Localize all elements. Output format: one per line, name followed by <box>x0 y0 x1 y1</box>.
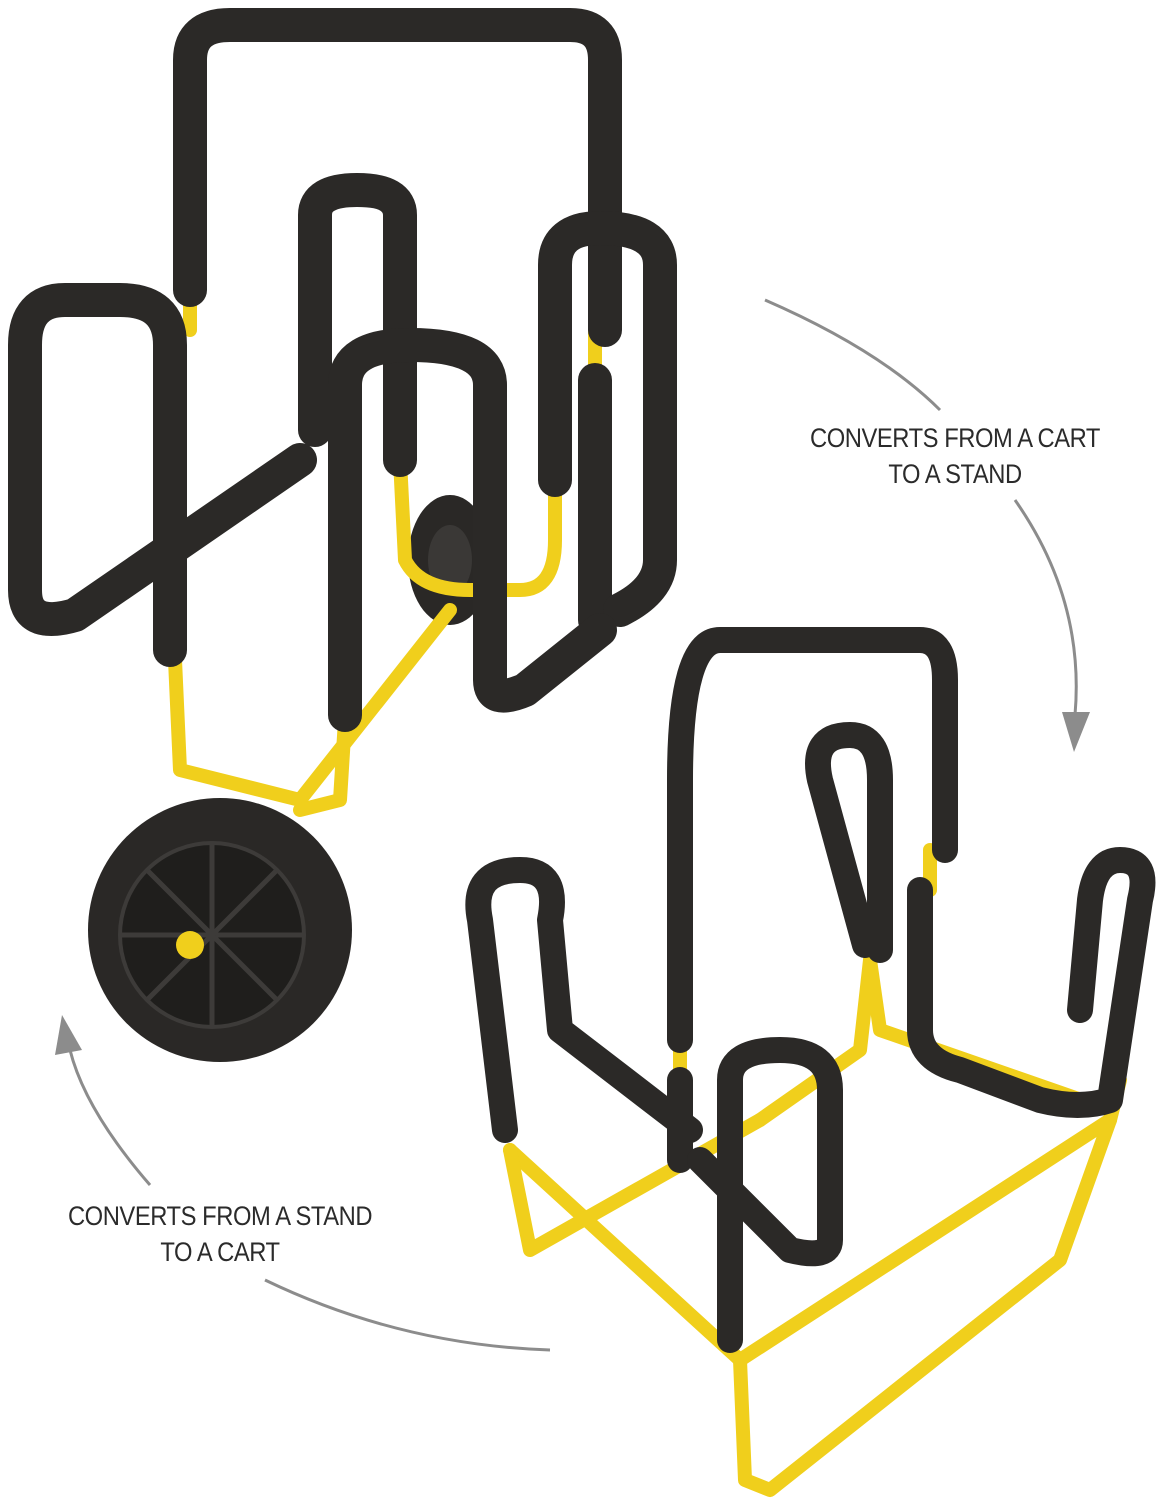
arrowhead-up-icon <box>55 1015 82 1055</box>
caption-cart-to-stand: CONVERTS FROM A CART TO A STAND <box>792 420 1118 492</box>
caption-stand-to-cart: CONVERTS FROM A STAND TO A CART <box>53 1198 387 1270</box>
arrowhead-down-icon <box>1062 712 1090 752</box>
cart-front-wheel <box>88 798 352 1062</box>
arrow-cart-to-stand <box>764 298 1090 752</box>
caption-line: CONVERTS FROM A STAND <box>67 1201 373 1231</box>
caption-line: CONVERTS FROM A CART <box>809 423 1101 453</box>
caption-line: TO A STAND <box>888 459 1022 489</box>
cart-foam-arms <box>8 8 677 732</box>
stand-frame <box>503 843 1127 1497</box>
cart <box>8 8 677 1062</box>
caption-line: TO A CART <box>160 1237 280 1267</box>
stand-foam-arms <box>465 627 1156 1353</box>
wheel-hub <box>176 931 204 959</box>
stand <box>465 627 1156 1497</box>
arrow-stand-to-cart <box>55 1015 551 1352</box>
